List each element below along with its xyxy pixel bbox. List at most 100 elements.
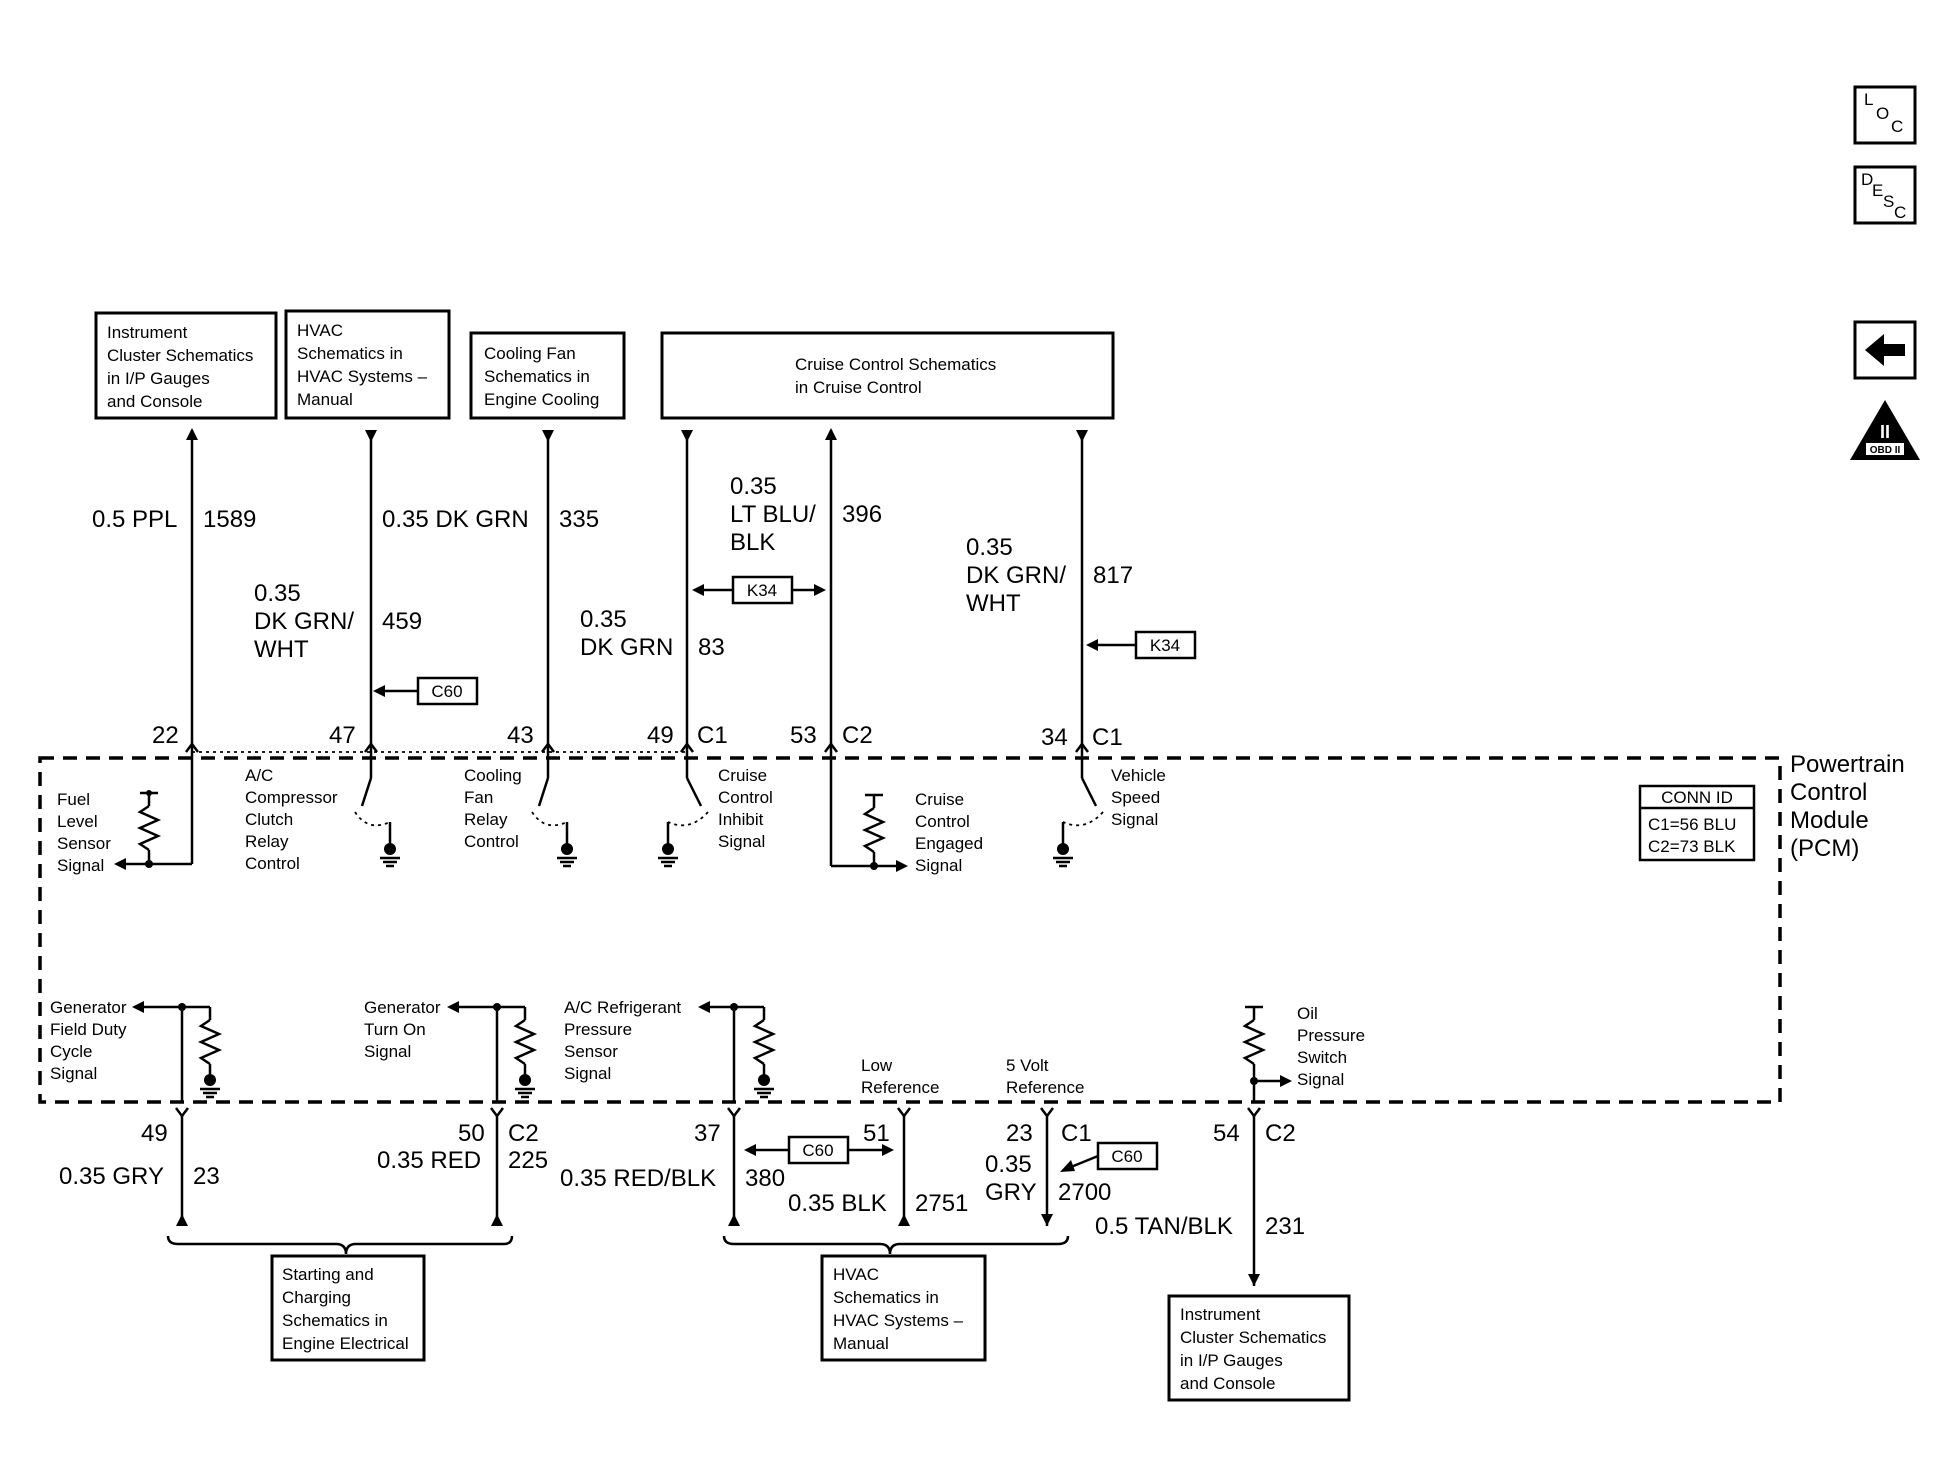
svg-text:C60: C60: [802, 1141, 833, 1160]
conn-c2-a: C2: [842, 722, 873, 749]
pcm-title-1: Powertrain: [1790, 751, 1905, 778]
svg-text:K34: K34: [747, 581, 777, 600]
wire-size-83-b: DK GRN: [580, 634, 673, 661]
wire-size-2700-a: 0.35: [985, 1151, 1032, 1178]
loc-letter-l: L: [1864, 90, 1873, 109]
oil-pressure-switch-circuit: [1241, 1005, 1292, 1102]
svg-text:Signal: Signal: [1111, 810, 1158, 829]
svg-text:Manual: Manual: [833, 1334, 889, 1353]
svg-text:K34: K34: [1150, 636, 1180, 655]
svg-text:Compressor: Compressor: [245, 788, 338, 807]
svg-text:Pressure: Pressure: [564, 1020, 632, 1039]
circuit-396: 396: [842, 501, 882, 528]
svg-text:5 Volt: 5 Volt: [1006, 1056, 1049, 1075]
svg-text:Engaged: Engaged: [915, 834, 983, 853]
circuit-225: 225: [508, 1147, 548, 1174]
wire-size-225: 0.35 RED: [377, 1147, 481, 1174]
svg-text:Reference: Reference: [1006, 1078, 1084, 1097]
svg-text:Field Duty: Field Duty: [50, 1020, 127, 1039]
loc-button[interactable]: L O C: [1853, 85, 1917, 145]
svg-text:Cluster Schematics: Cluster Schematics: [1180, 1328, 1326, 1347]
ref-hvac-bottom[interactable]: HVAC Schematics in HVAC Systems – Manual: [820, 1254, 987, 1362]
brace-starting-charging: [166, 1235, 514, 1255]
circuit-380: 380: [745, 1165, 785, 1192]
vehicle-speed-switch: [1053, 758, 1104, 868]
pin-49-bottom: 49: [141, 1120, 168, 1147]
svg-text:Cluster Schematics: Cluster Schematics: [107, 346, 253, 365]
svg-text:Speed: Speed: [1111, 788, 1160, 807]
ref-cruise-control-top[interactable]: Cruise Control Schematics in Cruise Cont…: [660, 331, 1115, 420]
wire-size-459-a: 0.35: [254, 580, 301, 607]
svg-text:in Cruise Control: in Cruise Control: [795, 378, 922, 397]
cooling-fan-relay-switch: [531, 758, 577, 868]
circuit-2700: 2700: [1058, 1179, 1111, 1206]
pin-43: 43: [507, 722, 534, 749]
svg-text:Cooling: Cooling: [464, 766, 522, 785]
svg-text:CONN ID: CONN ID: [1661, 788, 1733, 807]
wire-size-83-a: 0.35: [580, 606, 627, 633]
circuit-1589: 1589: [203, 506, 256, 533]
svg-text:Control: Control: [464, 832, 519, 851]
desc-letter-d: D: [1861, 170, 1873, 189]
svg-text:Signal: Signal: [50, 1064, 97, 1083]
conn-c1-b: C1: [1092, 724, 1123, 751]
svg-text:Clutch: Clutch: [245, 810, 293, 829]
svg-text:HVAC: HVAC: [297, 321, 343, 340]
svg-text:HVAC: HVAC: [833, 1265, 879, 1284]
svg-text:Signal: Signal: [57, 856, 104, 875]
svg-text:Cycle: Cycle: [50, 1042, 93, 1061]
option-c60-459: C60: [373, 676, 479, 706]
wire-size-817-b: DK GRN/: [966, 562, 1066, 589]
ref-starting-charging[interactable]: Starting and Charging Schematics in Engi…: [270, 1254, 426, 1362]
conn-c1-c: C1: [1061, 1120, 1092, 1147]
generator-field-duty-circuit: [132, 1001, 223, 1102]
svg-text:HVAC Systems –: HVAC Systems –: [833, 1311, 964, 1330]
arrow-down-231: [1248, 1274, 1260, 1286]
desc-letter-s: S: [1883, 192, 1894, 211]
obd-ii-button[interactable]: II OBD II: [1850, 400, 1920, 460]
svg-text:Relay: Relay: [464, 810, 508, 829]
ref-cooling-fan-top[interactable]: Cooling Fan Schematics in Engine Cooling: [469, 331, 626, 420]
wire-size-1589: 0.5 PPL: [92, 506, 177, 533]
arrow-down-335: [542, 430, 554, 442]
wire-size-380: 0.35 RED/BLK: [560, 1165, 716, 1192]
circuit-335: 335: [559, 506, 599, 533]
back-button[interactable]: [1853, 320, 1917, 380]
wire-size-335: 0.35 DK GRN: [382, 506, 529, 533]
svg-text:Cruise: Cruise: [915, 790, 964, 809]
pcm-boundary: [38, 756, 1782, 1104]
svg-text:C60: C60: [1111, 1147, 1142, 1166]
svg-text:Sensor: Sensor: [564, 1042, 618, 1061]
arrow-up-380: [728, 1214, 740, 1226]
arrow-down-459: [365, 430, 377, 442]
circuit-2751: 2751: [915, 1190, 968, 1217]
svg-text:Engine Electrical: Engine Electrical: [282, 1334, 409, 1353]
svg-text:Schematics in: Schematics in: [833, 1288, 939, 1307]
pin-49-c1: 49: [647, 722, 674, 749]
pcm-title-3: Module: [1790, 807, 1869, 834]
ref-hvac-top[interactable]: HVAC Schematics in HVAC Systems – Manual: [284, 309, 451, 420]
svg-text:Generator: Generator: [50, 998, 127, 1017]
option-k34-817: K34: [1086, 630, 1197, 660]
ref-instrument-cluster-top[interactable]: Instrument Cluster Schematics in I/P Gau…: [94, 311, 278, 420]
pin-34-c1: 34: [1041, 724, 1068, 751]
arrow-down-2700: [1041, 1214, 1053, 1226]
svg-text:Vehicle: Vehicle: [1111, 766, 1166, 785]
brace-hvac-bottom: [722, 1235, 1070, 1255]
circuit-83: 83: [698, 634, 725, 661]
ref-instrument-cluster-bottom[interactable]: Instrument Cluster Schematics in I/P Gau…: [1167, 1294, 1351, 1402]
svg-text:Switch: Switch: [1297, 1048, 1347, 1067]
loc-letter-c: C: [1891, 117, 1903, 136]
svg-text:Fan: Fan: [464, 788, 493, 807]
svg-text:and Console: and Console: [1180, 1374, 1275, 1393]
generator-turn-on-circuit: [447, 1001, 538, 1102]
svg-text:and Console: and Console: [107, 392, 202, 411]
svg-text:A/C: A/C: [245, 766, 273, 785]
svg-text:Pressure: Pressure: [1297, 1026, 1365, 1045]
pin-23-c1: 23: [1006, 1120, 1033, 1147]
svg-text:C1=56 BLU: C1=56 BLU: [1648, 815, 1736, 834]
svg-text:Signal: Signal: [364, 1042, 411, 1061]
desc-button[interactable]: D E S C: [1853, 165, 1917, 225]
option-k34-cruise: K34: [692, 575, 826, 605]
svg-text:Low: Low: [861, 1056, 893, 1075]
